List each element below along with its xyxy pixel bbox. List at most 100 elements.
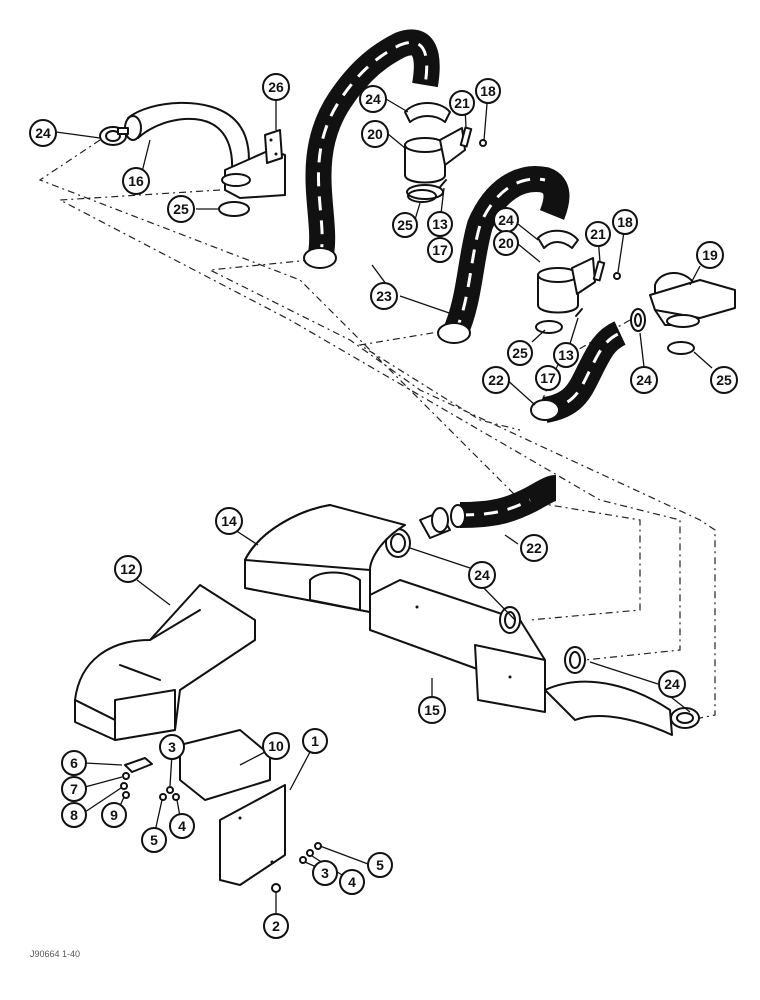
plate-1: [219, 784, 286, 886]
callout-4: 4: [169, 813, 195, 839]
svg-text:15: 15: [424, 702, 440, 718]
washer-3-left: [166, 786, 174, 794]
svg-text:20: 20: [367, 126, 383, 142]
svg-text:24: 24: [365, 91, 381, 107]
hose-clamp-24-duct-b: [564, 646, 586, 674]
hose-clamp-24-mid: [537, 229, 579, 249]
svg-text:24: 24: [35, 125, 51, 141]
o-ring-25-right: [667, 341, 695, 355]
duct-14: [244, 504, 406, 613]
svg-text:16: 16: [128, 173, 144, 189]
callout-13: 13: [427, 211, 453, 237]
svg-text:22: 22: [526, 540, 542, 556]
svg-text:19: 19: [702, 247, 718, 263]
callout-1: 1: [302, 728, 328, 754]
svg-text:2: 2: [272, 918, 280, 934]
nut-18-lower: [613, 272, 621, 280]
callout-24: 24: [468, 561, 496, 589]
callout-25: 25: [167, 195, 195, 223]
callout-3: 3: [159, 734, 185, 760]
callout-22: 22: [520, 534, 548, 562]
callout-25: 25: [710, 366, 738, 394]
callout-23: 23: [370, 282, 398, 310]
callout-5: 5: [141, 827, 167, 853]
bolt-13-lower: [575, 308, 583, 317]
callout-24: 24: [359, 85, 387, 113]
callout-5: 5: [367, 852, 393, 878]
svg-text:18: 18: [480, 83, 496, 99]
adapter-20-upper: [404, 127, 466, 200]
callout-10: 10: [262, 732, 290, 760]
leader-lines: [55, 91, 713, 915]
svg-text:25: 25: [512, 345, 528, 361]
svg-text:10: 10: [268, 738, 284, 754]
o-ring-25-mid: [407, 189, 437, 203]
callout-25: 25: [507, 340, 533, 366]
svg-text:18: 18: [617, 214, 633, 230]
svg-text:24: 24: [498, 212, 514, 228]
nut-18-upper: [479, 139, 487, 147]
svg-text:9: 9: [110, 807, 118, 823]
cover-10: [179, 729, 271, 801]
svg-text:14: 14: [221, 513, 237, 529]
svg-text:4: 4: [178, 818, 186, 834]
callout-25: 25: [392, 212, 418, 238]
figure-reference: J90664 1-40: [30, 949, 80, 959]
svg-text:8: 8: [70, 807, 78, 823]
hose-22-right: [530, 321, 627, 423]
callout-22: 22: [482, 366, 510, 394]
bolt-5-left: [159, 793, 167, 801]
svg-text:24: 24: [474, 567, 490, 583]
washer-3-right: [299, 856, 307, 864]
svg-text:4: 4: [348, 874, 356, 890]
callout-20: 20: [493, 230, 519, 256]
callout-20: 20: [361, 120, 389, 148]
svg-text:17: 17: [432, 242, 448, 258]
callout-9: 9: [101, 802, 127, 828]
bracket-21-lower: [592, 260, 606, 282]
callout-12: 12: [114, 555, 142, 583]
svg-text:13: 13: [558, 347, 574, 363]
callout-24: 24: [493, 207, 519, 233]
elbow-19-right: [649, 272, 736, 328]
svg-text:13: 13: [432, 216, 448, 232]
svg-text:22: 22: [488, 372, 504, 388]
callout-3: 3: [312, 860, 338, 886]
callout-19: 19: [696, 241, 724, 269]
svg-text:26: 26: [268, 79, 284, 95]
svg-text:1: 1: [311, 733, 319, 749]
nut-4-right: [306, 849, 314, 857]
callout-21: 21: [585, 221, 611, 247]
svg-text:7: 7: [70, 781, 78, 797]
callout-8: 8: [61, 802, 87, 828]
hose-clamp-24-duct-c: [670, 707, 700, 729]
svg-text:23: 23: [376, 288, 392, 304]
callout-26: 26: [262, 73, 290, 101]
svg-text:20: 20: [498, 235, 514, 251]
callout-17: 17: [535, 365, 561, 391]
svg-text:25: 25: [716, 372, 732, 388]
clip-6: [124, 757, 153, 773]
svg-text:24: 24: [664, 676, 680, 692]
gasket-plate-26: [264, 129, 283, 164]
callout-21: 21: [449, 90, 475, 116]
bolt-13-upper: [439, 179, 447, 188]
callout-15: 15: [418, 696, 446, 724]
hose-23-lower: [437, 166, 570, 344]
hose-23-upper: [303, 29, 440, 269]
callout-14: 14: [215, 507, 243, 535]
svg-text:21: 21: [454, 95, 470, 111]
svg-text:3: 3: [168, 739, 176, 755]
svg-text:17: 17: [540, 370, 556, 386]
svg-text:5: 5: [376, 857, 384, 873]
callout-18: 18: [612, 209, 638, 235]
callout-13: 13: [553, 342, 579, 368]
nut-9: [122, 791, 130, 799]
callout-24: 24: [658, 670, 686, 698]
washer-8: [120, 782, 128, 790]
hose-22-lower: [419, 475, 558, 539]
duct-12: [74, 584, 256, 741]
callout-7: 7: [61, 776, 87, 802]
svg-text:25: 25: [173, 201, 189, 217]
